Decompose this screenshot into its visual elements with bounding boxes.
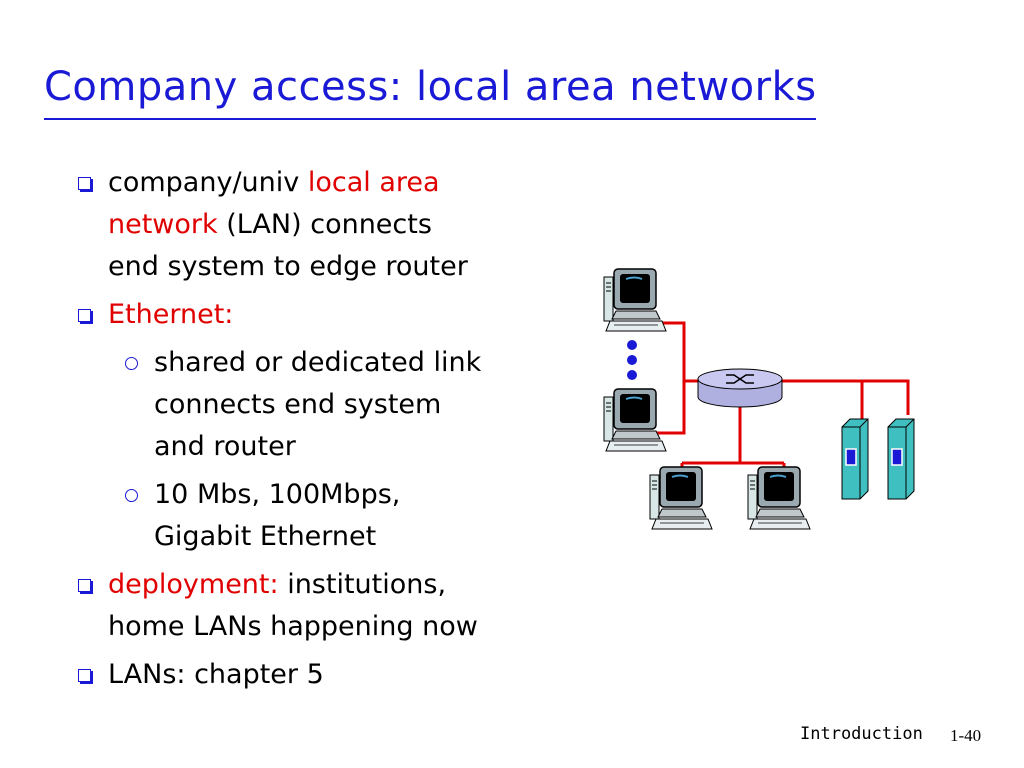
bullet-item: 10 Mbs, 100Mbps, Gigabit Ethernet [72, 474, 552, 558]
bullet-text: Gigabit Ethernet [154, 521, 377, 552]
footer-page-number: 1-40 [950, 726, 982, 745]
bullet-text: LANs: chapter 5 [108, 659, 324, 690]
server-icon [841, 418, 869, 500]
square-bullet-icon [78, 309, 91, 322]
bullet-item: shared or dedicated link connects end sys… [72, 342, 552, 468]
highlighted-text: network [108, 209, 218, 240]
bullet-item: deployment: institutions, home LANs happe… [72, 564, 552, 648]
computer-icon [603, 268, 667, 332]
footer-section-label: Introduction [800, 724, 923, 744]
server-icon [887, 418, 915, 500]
bullet-text: 10 Mbs, 100Mbps, [154, 479, 401, 510]
highlighted-text: deployment: [108, 569, 279, 600]
circle-bullet-icon [125, 357, 138, 370]
computer-icon [747, 466, 811, 530]
bullet-text: end system to edge router [108, 251, 468, 282]
bullet-text: home LANs happening now [108, 611, 478, 642]
bullet-item: Ethernet: [72, 294, 552, 336]
computer-icon [603, 388, 667, 452]
ethernet-links [652, 321, 910, 480]
title-underline [44, 118, 816, 120]
lan-diagram [603, 268, 915, 530]
highlighted-text: Ethernet: [108, 299, 234, 330]
circle-bullet-icon [125, 489, 138, 502]
ellipsis-dots-icon [627, 340, 637, 380]
computer-icon [649, 466, 713, 530]
bullet-text: and router [154, 431, 296, 462]
slide-title: Company access: local area networks [44, 64, 817, 110]
square-bullet-icon [78, 579, 91, 592]
bullet-line: company/univ local area [108, 162, 552, 204]
bullet-line: network (LAN) connects [108, 204, 552, 246]
bullet-line: LANs: chapter 5 [108, 654, 552, 696]
bullet-text: (LAN) connects [217, 209, 432, 240]
bullet-text: shared or dedicated link [154, 347, 482, 378]
bullet-text: company/univ [108, 167, 308, 198]
bullet-text: institutions, [278, 569, 447, 600]
bullet-line: home LANs happening now [108, 606, 552, 648]
bullet-line: Ethernet: [108, 294, 552, 336]
bullet-line: Gigabit Ethernet [154, 516, 552, 558]
bullet-line: and router [154, 426, 552, 468]
bullet-line: end system to edge router [108, 246, 552, 288]
bullet-line: shared or dedicated link [154, 342, 552, 384]
router-icon [697, 368, 783, 408]
bullet-line: 10 Mbs, 100Mbps, [154, 474, 552, 516]
bullet-item: LANs: chapter 5 [72, 654, 552, 696]
highlighted-text: local area [307, 167, 440, 198]
bullet-text: connects end system [154, 389, 442, 420]
square-bullet-icon [78, 669, 91, 682]
bullet-line: connects end system [154, 384, 552, 426]
bullet-line: deployment: institutions, [108, 564, 552, 606]
square-bullet-icon [78, 177, 91, 190]
